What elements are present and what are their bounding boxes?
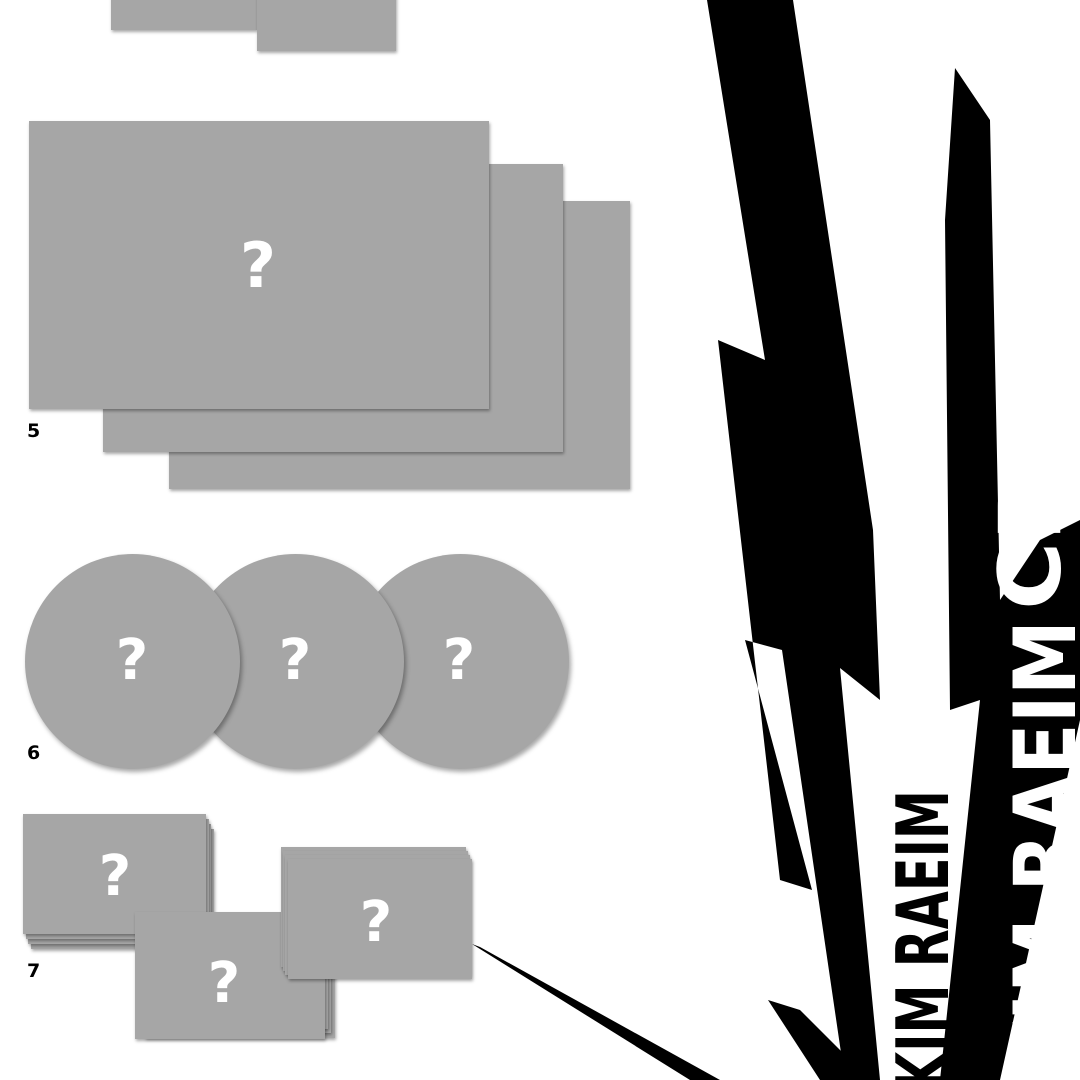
question-mark: ? [98, 844, 132, 909]
card-5-front: ? [29, 121, 489, 409]
question-mark: ? [207, 951, 241, 1016]
poster-text-2: CRAZY 2024 [981, 0, 1080, 610]
section-number-7: 7 [27, 960, 41, 982]
poster-text-1: KIM RAEIM [881, 790, 965, 1080]
question-mark: ? [359, 890, 393, 955]
question-mark: ? [115, 628, 149, 693]
lightning-wedge [472, 944, 720, 1080]
top-card-left [111, 0, 257, 30]
circle-1: ? [25, 554, 240, 769]
section-number-6: 6 [27, 742, 41, 764]
section-number-5: 5 [27, 420, 41, 442]
question-mark: ? [442, 628, 476, 693]
stack-c-front: ? [288, 859, 472, 979]
lightning-bolt-right [940, 68, 1080, 1080]
lightning-bolt-main [707, 0, 880, 1080]
question-mark: ? [240, 229, 276, 302]
lightning-shard [768, 1000, 870, 1080]
poster-text-3: KIM RAEIM [996, 620, 1080, 1080]
question-mark: ? [278, 628, 312, 693]
top-card-right [257, 0, 396, 51]
